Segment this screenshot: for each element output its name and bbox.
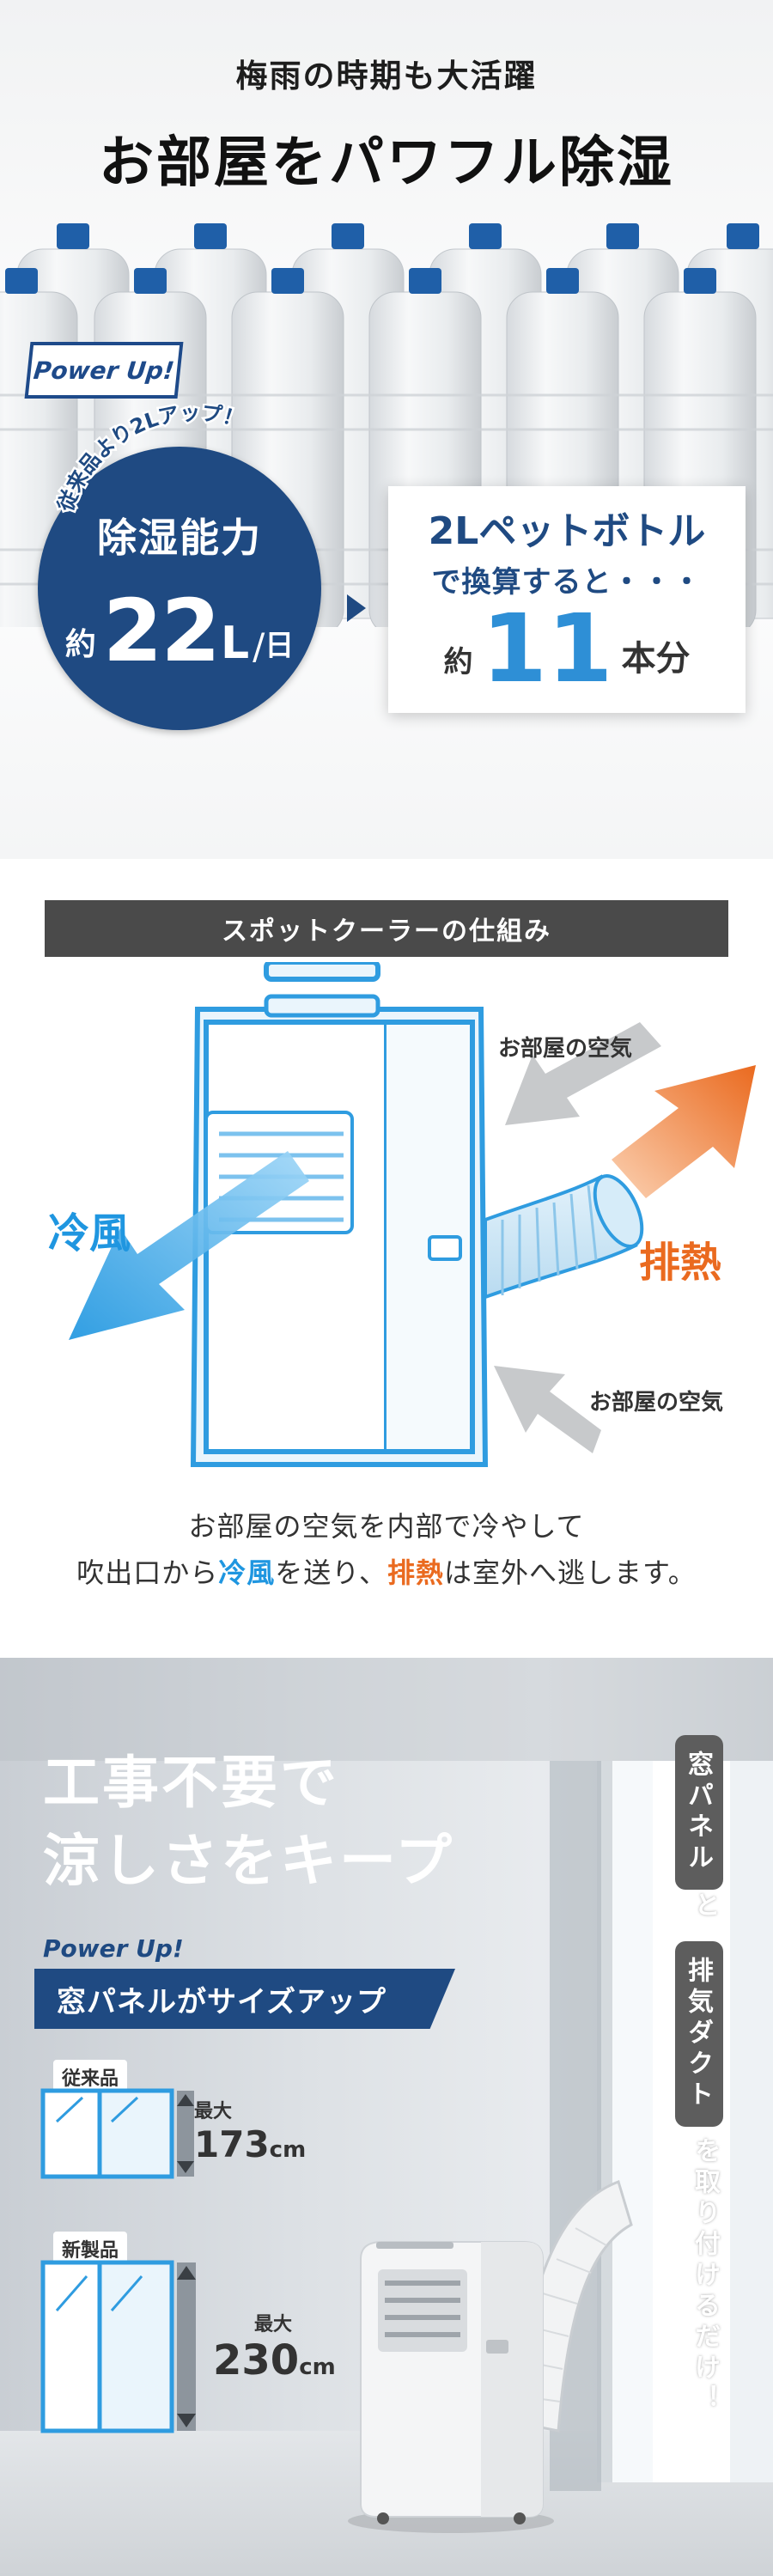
capacity-unit: L [220, 618, 250, 669]
room-scene-image [0, 1658, 773, 2533]
svg-text:従来品より2Lアップ！: 従来品より2Lアップ！ [53, 404, 247, 515]
section1-subtitle: 梅雨の時期も大活躍 [235, 58, 538, 94]
conversion-value: 約 11 本分 [388, 601, 746, 696]
dehumidify-capacity-circle [38, 447, 321, 730]
new-max-unit: cm [299, 2354, 336, 2380]
install-only-text: を取り付けるだけ！ [690, 2137, 720, 2415]
mechanism-section: スポットクーラーの仕組み [0, 859, 773, 1658]
desc-text-b: を送り、 [275, 1556, 387, 1590]
mechanism-banner: スポットクーラーの仕組み [45, 900, 728, 957]
exhaust-heat-arrow [612, 1065, 756, 1198]
section1-title: お部屋をパワフル除湿 [99, 131, 674, 195]
desc-exhaust-heat: 排熱 [386, 1556, 444, 1590]
capacity-arc-label: 従来品より2Lアップ！ [51, 404, 248, 517]
old-max-unit: cm [269, 2137, 307, 2163]
conversion-box [388, 486, 746, 713]
room-air-arrow-top [505, 1022, 661, 1125]
power-up-label: Power Up! [43, 1934, 184, 1963]
new-window-panel-icon [40, 2260, 196, 2433]
description-line1: お部屋の空気を内部で冷やして [188, 1510, 585, 1543]
capacity-per-day: 日 [265, 629, 295, 663]
mechanism-description: お部屋の空気を内部で冷やして 吹出口から冷風を送り、排熱は室外へ逃します。 [0, 1503, 773, 1597]
installation-section: 工事不要で 涼しさをキープ Power Up! 窓パネルがサイズアップ 従来品 … [0, 1658, 773, 2576]
desc-text-c: は室外へ逃します。 [443, 1556, 697, 1590]
installation-title-line2: 涼しさをキープ [43, 1828, 455, 1895]
window-panel-pill: 窓パネル [675, 1735, 723, 1890]
conversion-line2: で換算すると・・・ [431, 565, 703, 600]
installation-title: 工事不要で 涼しさをキープ [43, 1744, 454, 1900]
new-max-label: 最大 [254, 2314, 293, 2335]
room-air-label-bottom: お部屋の空気 [589, 1390, 724, 1416]
room-air-arrow-bottom [494, 1366, 601, 1453]
desc-text-a: 吹出口から [76, 1556, 219, 1590]
old-window-panel-icon [40, 2088, 194, 2179]
spot-cooler-product [348, 2241, 554, 2533]
exhaust-heat-label: 排熱 [639, 1239, 722, 1287]
new-product-tag: 新製品 [53, 2232, 128, 2266]
cool-air-arrow [69, 1151, 309, 1340]
conversion-number: 11 [481, 594, 613, 703]
conversion-line1: 2Lペットボトル [428, 509, 706, 553]
cool-air-label: 冷風 [48, 1209, 131, 1258]
new-max-size: 最大 230cm [213, 2309, 336, 2384]
exhaust-hose [484, 1174, 644, 1300]
capacity-value: 約 22 L / 日 [38, 588, 321, 674]
conversion-prefix: 約 [443, 645, 473, 679]
capacity-slash: / [253, 625, 265, 667]
old-max-label: 最大 [194, 2101, 233, 2122]
capacity-title: 除湿能力 [97, 515, 262, 561]
new-max-value: 230 [213, 2336, 300, 2384]
and-text: と [690, 1891, 720, 1922]
window [550, 1761, 773, 2491]
arrow-right-icon [347, 594, 366, 622]
spot-cooler-diagram [69, 962, 756, 1467]
capacity-number: 22 [102, 581, 221, 681]
window-panel-banner: 窓パネルがサイズアップ [34, 1969, 455, 2029]
power-up-badge: Power Up! [24, 342, 184, 399]
conversion-suffix: 本分 [621, 639, 691, 679]
old-product-tag: 従来品 [53, 2060, 128, 2094]
capacity-prefix: 約 [64, 627, 96, 662]
installation-title-line1: 工事不要で [43, 1750, 339, 1816]
desc-cool-air: 冷風 [218, 1556, 276, 1590]
description-line2: 吹出口から冷風を送り、排熱は室外へ逃します。 [0, 1550, 773, 1596]
dehumidify-section: 梅雨の時期も大活躍 お部屋をパワフル除湿 [0, 0, 773, 859]
exhaust-duct-pill: 排気ダクト [675, 1941, 723, 2127]
room-air-label-top: お部屋の空気 [498, 1036, 633, 1062]
old-max-size: 最大 173cm [194, 2096, 306, 2165]
old-max-value: 173 [194, 2123, 270, 2165]
